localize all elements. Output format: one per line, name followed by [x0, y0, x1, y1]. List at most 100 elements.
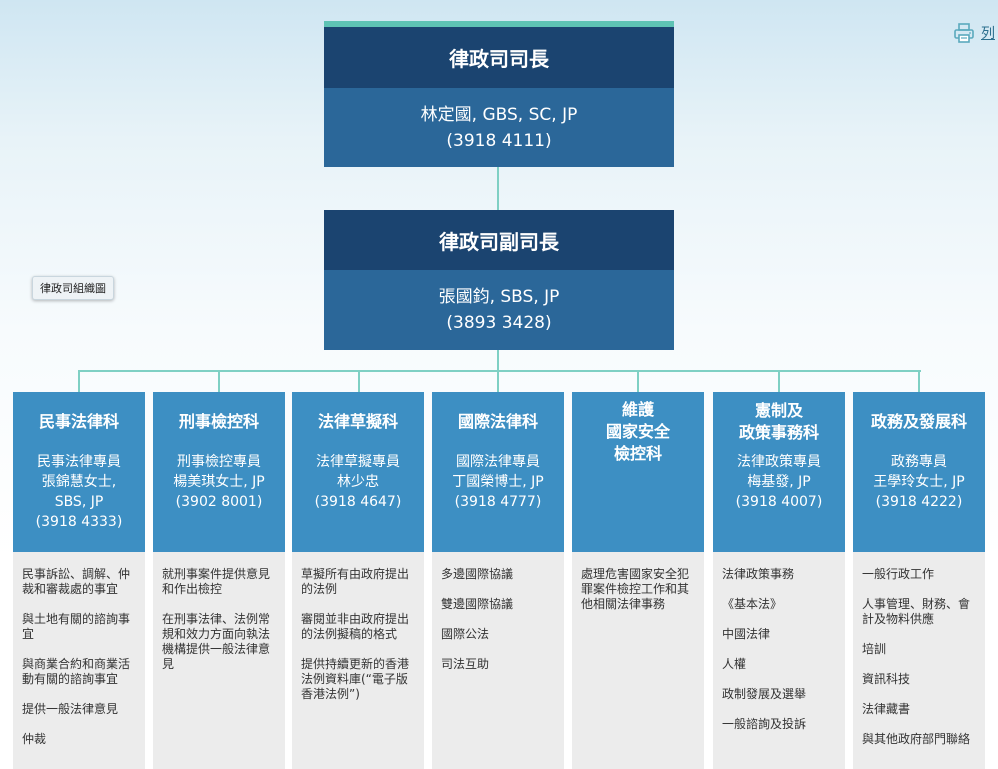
duty-item: 一般行政工作	[862, 567, 935, 581]
duty-item: 草擬所有由政府提出的法例	[301, 567, 410, 596]
duty-item: 《基本法》	[722, 597, 783, 611]
officer-name: 丁國榮博士, JP	[452, 474, 544, 490]
division-constitutional-policy: 憲制及 政策事務科 法律政策專員 梅基發, JP (3918 4007) 法律政…	[713, 392, 845, 769]
duty-list: 草擬所有由政府提出的法例 審閱並非由政府提出的法例擬稿的格式 提供持續更新的香港…	[292, 552, 424, 702]
deputy-phone: (3893 3428)	[446, 313, 552, 333]
officer-name: 王學玲女士, JP	[873, 474, 965, 490]
connector-dept-1	[78, 370, 80, 392]
deputy-secretary-box: 律政司副司長 張國鈞, SBS, JP (3893 3428)	[324, 210, 674, 350]
duty-item: 一般諮詢及投訴	[722, 717, 807, 731]
org-chart-caption: 律政司組織圖	[32, 276, 114, 300]
division-title-line: 檢控科	[613, 444, 662, 463]
officer-phone: (3918 4222)	[875, 494, 963, 510]
duty-list: 民事訴訟、調解、仲裁和審裁處的事宜 與土地有關的諮詢事宜 與商業合約和商業活動有…	[13, 552, 145, 747]
connector-dept-7	[918, 370, 920, 392]
secretary-for-justice-box: 律政司司長 林定國, GBS, SC, JP (3918 4111)	[324, 21, 674, 167]
duty-item: 與其他政府部門聯絡	[862, 732, 971, 746]
duty-item: 與土地有關的諮詢事宜	[22, 612, 131, 641]
duty-item: 培訓	[862, 642, 887, 656]
secretary-title: 律政司司長	[324, 27, 674, 88]
deputy-details: 張國鈞, SBS, JP (3893 3428)	[324, 270, 674, 350]
officer-name-postnominals: SBS, JP	[54, 494, 104, 510]
duty-item: 人權	[722, 657, 747, 671]
division-title-line: 憲制及	[754, 401, 803, 420]
connector-dept-2	[218, 370, 220, 392]
deputy-name: 張國鈞, SBS, JP	[438, 287, 560, 307]
division-prosecutions: 刑事檢控科 刑事檢控專員 楊美琪女士, JP (3902 8001) 就刑事案件…	[153, 392, 285, 769]
division-international-law: 國際法律科 國際法律專員 丁國榮博士, JP (3918 4777) 多邊國際協…	[432, 392, 564, 769]
division-law-drafting: 法律草擬科 法律草擬專員 林少忠 (3918 4647) 草擬所有由政府提出的法…	[292, 392, 424, 769]
connector-secretary-deputy	[497, 167, 499, 210]
duty-item: 雙邊國際協議	[441, 597, 514, 611]
duty-item: 在刑事法律、法例常規和效力方面向執法機構提供一般法律意見	[162, 612, 271, 671]
print-label: 列	[981, 26, 995, 42]
duty-item: 資訊科技	[862, 672, 911, 686]
duty-item: 提供一般法律意見	[22, 702, 119, 716]
duty-item: 國際公法	[441, 627, 490, 641]
secretary-details: 林定國, GBS, SC, JP (3918 4111)	[324, 88, 674, 167]
division-header: 政務及發展科 政務專員 王學玲女士, JP (3918 4222)	[853, 392, 985, 552]
connector-dept-5	[637, 370, 639, 392]
print-link[interactable]: 列	[953, 22, 995, 44]
division-title-line: 政策事務科	[738, 423, 819, 442]
division-title: 政務及發展科	[870, 412, 967, 431]
connector-dept-4	[497, 370, 499, 392]
division-header: 國際法律科 國際法律專員 丁國榮博士, JP (3918 4777)	[432, 392, 564, 552]
duty-item: 政制發展及選舉	[722, 687, 807, 701]
officer-title: 法律草擬專員	[316, 454, 400, 470]
division-civil: 民事法律科 民事法律專員 張錦慧女士, SBS, JP (3918 4333) …	[13, 392, 145, 769]
division-title: 憲制及 政策事務科	[735, 392, 823, 452]
duty-item: 中國法律	[722, 627, 771, 641]
division-header: 刑事檢控科 刑事檢控專員 楊美琪女士, JP (3902 8001)	[153, 392, 285, 552]
secretary-name: 林定國, GBS, SC, JP	[420, 104, 578, 125]
division-header: 憲制及 政策事務科 法律政策專員 梅基發, JP (3918 4007)	[713, 392, 845, 552]
accent-bar	[324, 21, 674, 27]
officer-name: 梅基發, JP	[747, 474, 811, 490]
duty-item: 人事管理、財務、會計及物料供應	[862, 597, 971, 626]
officer-phone: (3902 8001)	[175, 494, 263, 510]
division-header: 民事法律科 民事法律專員 張錦慧女士, SBS, JP (3918 4333)	[13, 392, 145, 552]
duty-list: 一般行政工作 人事管理、財務、會計及物料供應 培訓 資訊科技 法律藏書 與其他政…	[853, 552, 985, 747]
officer-title: 法律政策專員	[737, 454, 821, 470]
division-national-security: 維護 國家安全 檢控科 處理危害國家安全犯罪案件檢控工作和其他相關法律事務	[572, 392, 704, 769]
duty-item: 民事訴訟、調解、仲裁和審裁處的事宜	[22, 567, 131, 596]
division-title: 國際法律科	[457, 412, 538, 431]
duty-list: 處理危害國家安全犯罪案件檢控工作和其他相關法律事務	[572, 552, 704, 612]
printer-icon	[954, 23, 974, 43]
officer-name: 楊美琪女士, JP	[173, 474, 265, 490]
officer-title: 民事法律專員	[37, 454, 121, 470]
connector-dept-6	[778, 370, 780, 392]
duty-item: 仲裁	[22, 732, 47, 746]
officer-title: 政務專員	[891, 454, 947, 470]
officer-phone: (3918 4647)	[314, 494, 402, 510]
connector-dept-3	[358, 370, 360, 392]
officer-name: 張錦慧女士,	[41, 474, 117, 490]
division-title: 維護 國家安全 檢控科	[602, 392, 674, 472]
duty-list: 法律政策事務 《基本法》 中國法律 人權 政制發展及選舉 一般諮詢及投訴	[713, 552, 845, 732]
division-title: 民事法律科	[38, 412, 119, 431]
officer-title: 國際法律專員	[456, 454, 540, 470]
duty-item: 與商業合約和商業活動有關的諮詢事宜	[22, 657, 131, 686]
connector-horizontal-bus	[78, 370, 921, 372]
duty-item: 就刑事案件提供意見和作出檢控	[162, 567, 271, 596]
division-header: 法律草擬科 法律草擬專員 林少忠 (3918 4647)	[292, 392, 424, 552]
officer-title: 刑事檢控專員	[177, 454, 261, 470]
duty-item: 多邊國際協議	[441, 567, 514, 581]
division-title: 刑事檢控科	[178, 412, 259, 431]
connector-deputy-bus	[497, 350, 499, 371]
duty-list: 就刑事案件提供意見和作出檢控 在刑事法律、法例常規和效力方面向執法機構提供一般法…	[153, 552, 285, 672]
officer-phone: (3918 4007)	[735, 494, 823, 510]
duty-item: 提供持續更新的香港法例資料庫(“電子版香港法例”)	[301, 657, 410, 701]
duty-item: 審閱並非由政府提出的法例擬稿的格式	[301, 612, 410, 641]
duty-item: 處理危害國家安全犯罪案件檢控工作和其他相關法律事務	[581, 567, 690, 611]
duty-item: 法律藏書	[862, 702, 911, 716]
division-administration-development: 政務及發展科 政務專員 王學玲女士, JP (3918 4222) 一般行政工作…	[853, 392, 985, 769]
division-title: 法律草擬科	[317, 412, 398, 431]
officer-phone: (3918 4333)	[35, 514, 123, 530]
officer-phone: (3918 4777)	[454, 494, 542, 510]
duty-list: 多邊國際協議 雙邊國際協議 國際公法 司法互助	[432, 552, 564, 672]
division-title-line: 維護	[621, 400, 654, 419]
secretary-phone: (3918 4111)	[446, 130, 552, 151]
duty-item: 法律政策事務	[722, 567, 795, 581]
duty-item: 司法互助	[441, 657, 490, 671]
